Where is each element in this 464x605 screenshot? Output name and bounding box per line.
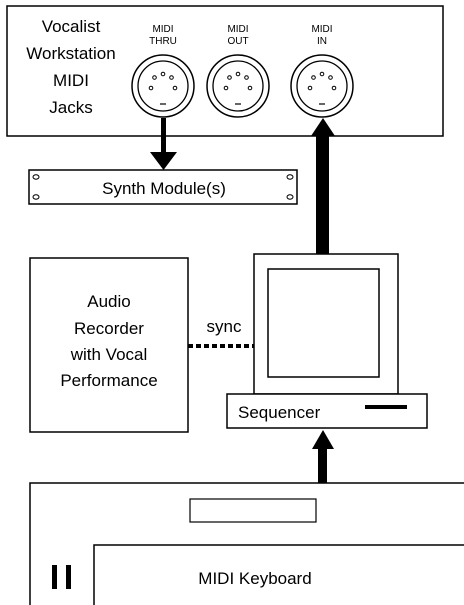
- rack-screw-icon: [32, 194, 40, 200]
- midi-in-jack[interactable]: MIDI IN: [290, 24, 354, 118]
- workstation-panel: Vocalist Workstation MIDI Jacks MIDI THR…: [6, 5, 444, 137]
- audio-recorder-line-2: Recorder: [74, 319, 144, 338]
- sequencer-label: Sequencer: [238, 403, 321, 422]
- keyboard-keys-area: [93, 544, 464, 605]
- keyboard-to-sequencer-cable: [312, 430, 334, 483]
- sequencer-computer: Sequencer: [226, 253, 428, 429]
- keyboard-display: [189, 498, 317, 523]
- rack-screw-icon: [32, 174, 40, 180]
- thru-to-synth-cable: [150, 118, 177, 170]
- up-arrow-icon: [311, 118, 335, 136]
- midi-out-jack-outer-ring: [206, 54, 270, 118]
- audio-recorder-line-4: Performance: [60, 371, 157, 390]
- midi-in-label-line-1: MIDI: [311, 24, 332, 35]
- synth-module-label: Synth Module(s): [102, 179, 226, 198]
- sequencer-to-midi-in-cable: [311, 118, 335, 254]
- synth-module: Synth Module(s): [28, 169, 298, 205]
- midi-out-jack[interactable]: MIDI OUT: [206, 24, 270, 118]
- midi-thru-jack-inner-ring: [137, 60, 189, 112]
- sequencer-base: [226, 393, 428, 429]
- sync-link: sync: [188, 317, 255, 348]
- midi-thru-jack-outer-ring: [131, 54, 195, 118]
- keyboard-label: MIDI Keyboard: [198, 569, 311, 588]
- keyboard-wheel-icon: [66, 565, 71, 589]
- audio-recorder-line-3: with Vocal: [70, 345, 148, 364]
- disk-slot-icon: [365, 405, 407, 409]
- midi-in-label-line-2: IN: [317, 36, 327, 47]
- sync-label: sync: [207, 317, 242, 336]
- workstation-title-line-1: Vocalist: [42, 17, 101, 36]
- workstation-title-line-4: Jacks: [49, 98, 92, 117]
- midi-in-jack-inner-ring: [296, 60, 348, 112]
- keyboard-wheel-icon: [52, 565, 57, 589]
- audio-recorder-line-1: Audio: [87, 292, 130, 311]
- audio-recorder: Audio Recorder with Vocal Performance: [29, 257, 189, 433]
- midi-out-label-line-2: OUT: [227, 36, 248, 47]
- midi-in-jack-outer-ring: [290, 54, 354, 118]
- midi-thru-jack[interactable]: MIDI THRU: [131, 24, 195, 118]
- sequencer-screen: [267, 268, 380, 378]
- midi-thru-label-line-2: THRU: [149, 36, 177, 47]
- midi-out-jack-inner-ring: [212, 60, 264, 112]
- down-arrow-icon: [150, 152, 177, 170]
- midi-keyboard: MIDI Keyboard: [29, 482, 464, 605]
- midi-thru-label-line-1: MIDI: [152, 24, 173, 35]
- workstation-title-line-3: MIDI: [53, 71, 89, 90]
- rack-screw-icon: [286, 194, 294, 200]
- up-arrow-icon: [312, 430, 334, 449]
- midi-out-label-line-1: MIDI: [227, 24, 248, 35]
- rack-screw-icon: [286, 174, 294, 180]
- workstation-title-line-2: Workstation: [26, 44, 115, 63]
